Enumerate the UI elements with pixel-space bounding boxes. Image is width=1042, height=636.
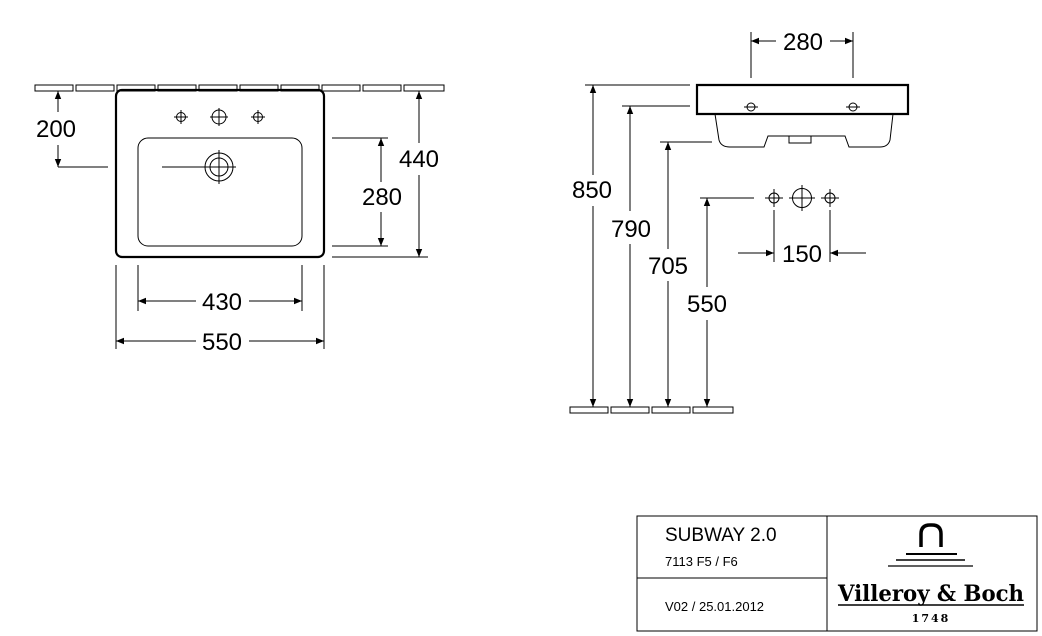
side-view: 280 850 790 705 550 xyxy=(569,29,910,414)
wall-strip xyxy=(34,84,445,92)
drain-icon xyxy=(162,150,236,184)
brand-year: 1748 xyxy=(912,612,951,625)
wall-connection-right-icon xyxy=(821,189,839,207)
basin-side-profile xyxy=(695,83,910,148)
brand-logo-icon xyxy=(888,523,973,567)
product-name: SUBWAY 2.0 xyxy=(665,525,777,546)
article-number: 7113 F5 / F6 xyxy=(665,554,738,569)
wall-connection-center-icon xyxy=(789,185,815,211)
dim-430-label: 430 xyxy=(202,289,242,316)
dim-440-label: 440 xyxy=(399,146,439,173)
dim-150-label: 150 xyxy=(782,241,822,268)
tap-hole-right-icon xyxy=(251,110,265,124)
basin-outline xyxy=(114,88,326,259)
dim-200-label: 200 xyxy=(36,116,76,143)
basin-bowl xyxy=(137,137,303,247)
tap-hole-left-icon xyxy=(174,110,188,124)
dim-550-label: 550 xyxy=(202,329,242,356)
top-view: 200 440 280 430 550 xyxy=(34,84,445,356)
dim-850-label: 850 xyxy=(572,177,612,204)
title-block: SUBWAY 2.0 7113 F5 / F6 V02 / 25.01.2012… xyxy=(636,515,1038,632)
version-date: V02 / 25.01.2012 xyxy=(665,599,764,614)
wall-connection-left-icon xyxy=(765,189,783,207)
dim-280-bowl-label: 280 xyxy=(362,184,402,211)
dim-705-label: 705 xyxy=(648,253,688,280)
tap-hole-center-icon xyxy=(210,108,228,126)
floor-strip xyxy=(569,406,734,414)
brand-name: Villeroy & Boch xyxy=(837,581,1024,607)
dim-280-top-label: 280 xyxy=(783,29,823,56)
dim-550-side-label: 550 xyxy=(687,291,727,318)
dim-790-label: 790 xyxy=(611,216,651,243)
